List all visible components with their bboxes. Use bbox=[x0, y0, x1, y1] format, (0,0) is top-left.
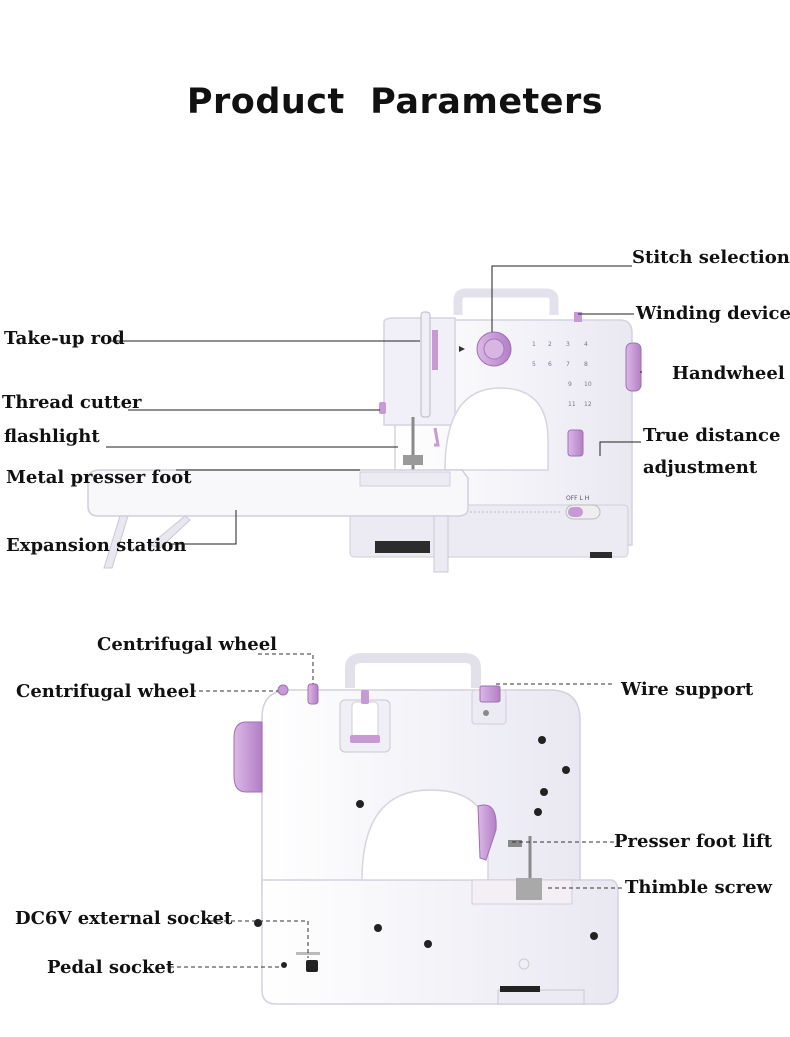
label-presser-foot-lift: Presser foot lift bbox=[614, 831, 773, 852]
label-centrifugal-wheel-left: Centrifugal wheel bbox=[16, 681, 197, 702]
front-head bbox=[383, 317, 456, 426]
label-wire-support: Wire support bbox=[621, 679, 754, 700]
stitch-number: 8 bbox=[584, 361, 588, 368]
page-title: Product Parameters bbox=[186, 82, 604, 122]
label-pedal-socket: Pedal socket bbox=[47, 957, 175, 978]
stitch-number: 6 bbox=[548, 361, 552, 368]
wire-support-clip bbox=[479, 685, 501, 703]
front-machine: 1 2 3 4 5 6 7 8 9 10 11 12 OFF L H bbox=[87, 288, 642, 573]
back-handle bbox=[345, 653, 481, 688]
back-base bbox=[261, 879, 619, 1005]
front-handle bbox=[453, 288, 559, 315]
distance-slider bbox=[567, 429, 584, 457]
presser-lift-lever bbox=[477, 804, 497, 861]
label-handwheel: Handwheel bbox=[672, 363, 785, 384]
stitch-number: 5 bbox=[532, 361, 536, 368]
front-leader-lines bbox=[106, 265, 642, 545]
back-leader-lines bbox=[170, 653, 624, 968]
front-arch bbox=[444, 387, 549, 471]
stitch-number: 3 bbox=[566, 341, 570, 348]
label-centrifugal-wheel-top: Centrifugal wheel bbox=[97, 634, 278, 655]
stitch-number: 4 bbox=[584, 341, 588, 348]
label-stitch-selection: Stitch selection bbox=[632, 247, 790, 268]
label-thimble-screw: Thimble screw bbox=[625, 877, 773, 898]
stitch-number: 12 bbox=[584, 401, 592, 408]
label-take-up-rod: Take-up rod bbox=[4, 328, 125, 349]
stitch-number: 11 bbox=[568, 401, 576, 408]
stitch-number: 9 bbox=[568, 381, 572, 388]
take-up-lever bbox=[420, 311, 431, 418]
dc-socket bbox=[306, 960, 318, 972]
label-metal-presser-foot: Metal presser foot bbox=[6, 467, 192, 488]
label-winding-device: Winding device bbox=[636, 303, 790, 324]
back-handwheel bbox=[233, 721, 263, 793]
presser-foot bbox=[403, 455, 423, 465]
label-thread-cutter: Thread cutter bbox=[2, 392, 142, 413]
label-true-distance: True distance bbox=[643, 425, 781, 446]
front-foot-pad bbox=[375, 541, 430, 553]
stitch-number: 1 bbox=[532, 341, 536, 348]
stitch-number: 7 bbox=[566, 361, 570, 368]
stitch-chart: 1 2 3 4 5 6 7 8 9 10 11 12 bbox=[532, 341, 592, 408]
label-expansion-station: Expansion station bbox=[6, 535, 187, 556]
power-switch-text: OFF L H bbox=[566, 495, 589, 502]
back-machine bbox=[233, 653, 619, 1005]
label-flashlight: flashlight bbox=[4, 426, 100, 447]
label-dc6v-socket: DC6V external socket bbox=[15, 908, 233, 929]
label-adjustment: adjustment bbox=[643, 457, 758, 478]
thread-spool bbox=[351, 701, 379, 739]
stitch-number: 10 bbox=[584, 381, 592, 388]
handwheel-knob bbox=[625, 342, 642, 392]
stitch-number: 2 bbox=[548, 341, 552, 348]
back-screws bbox=[254, 736, 598, 968]
